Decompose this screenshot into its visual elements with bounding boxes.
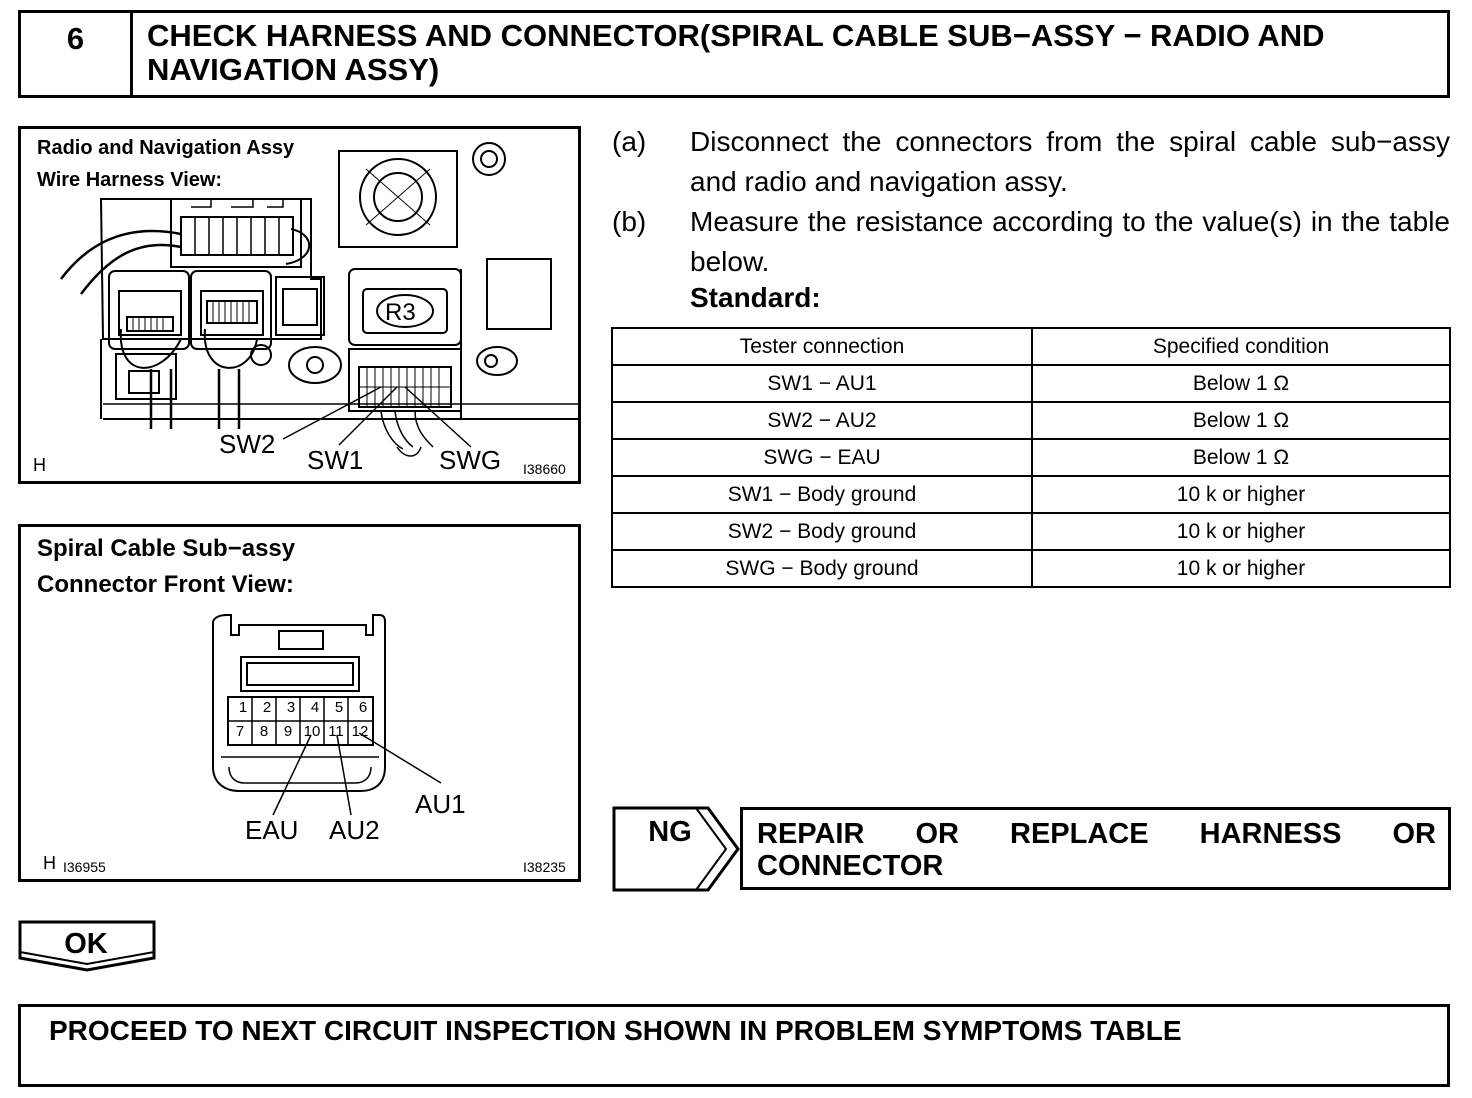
callout-sw1: SW1: [307, 445, 364, 475]
radio-harness-figure: Radio and Navigation Assy Wire Harness V…: [18, 126, 581, 484]
pin-number: 9: [283, 723, 293, 740]
instruction-a-text: Disconnect the connectors from the spira…: [690, 126, 1450, 197]
figure2-id-right: I38235: [523, 859, 566, 875]
table-row: SW2 − AU2 Below 1 Ω: [611, 401, 1451, 440]
figure1-title-line1: Radio and Navigation Assy: [37, 137, 295, 159]
pin-number: 1: [238, 699, 248, 716]
instruction-b: (b) Measure the resistance according to …: [612, 202, 1450, 282]
specified-condition-cell: Below 1 Ω: [1031, 364, 1451, 403]
specified-condition-cell: Below 1 Ω: [1031, 401, 1451, 440]
table-row: SWG − Body ground 10 k or higher: [611, 549, 1451, 588]
specified-condition-cell: 10 k or higher: [1031, 475, 1451, 514]
spiral-cable-connector-figure: Spiral Cable Sub−assy Connector Front Vi…: [18, 524, 581, 882]
instruction-a: (a) Disconnect the connectors from the s…: [612, 122, 1450, 202]
spiral-cable-connector-illustration: [212, 614, 442, 816]
instruction-a-mark: (a): [612, 126, 647, 157]
pin-number: 8: [259, 723, 269, 740]
pin-number: 11: [328, 723, 344, 740]
callout-au2: AU2: [329, 815, 380, 845]
instruction-b-text: Measure the resistance according to the …: [690, 206, 1450, 277]
figure2-corner-letter: H: [43, 853, 56, 873]
ng-arrow-icon: [612, 806, 740, 892]
standard-label: Standard:: [690, 282, 821, 313]
resistance-spec-table: Tester connection Specified condition SW…: [611, 327, 1451, 588]
radio-harness-illustration: [60, 142, 578, 457]
pin-number: 6: [358, 699, 368, 716]
column-header-specified-condition: Specified condition: [1031, 327, 1451, 366]
ng-result-box: REPAIR OR REPLACE HARNESS OR CONNECTOR: [740, 807, 1451, 890]
instruction-b-mark: (b): [612, 206, 647, 237]
tester-connection-cell: SWG − EAU: [611, 438, 1033, 477]
pin-number: 5: [334, 699, 344, 716]
ok-arrow-icon: [18, 920, 156, 972]
callout-au1: AU1: [415, 789, 466, 819]
tester-connection-cell: SW2 − AU2: [611, 401, 1033, 440]
figure2-id-left: I36955: [63, 859, 106, 875]
tester-connection-cell: SW1 − Body ground: [611, 475, 1033, 514]
pin-number: 7: [235, 723, 245, 740]
figure2-title-line2: Connector Front View:: [37, 571, 294, 598]
proceed-box: PROCEED TO NEXT CIRCUIT INSPECTION SHOWN…: [18, 1004, 1450, 1087]
tester-connection-cell: SWG − Body ground: [611, 549, 1033, 588]
figure2-title-line1: Spiral Cable Sub−assy: [37, 535, 296, 562]
ok-label: OK: [64, 928, 108, 960]
table-header-row: Tester connection Specified condition: [611, 327, 1451, 366]
pin-number: 2: [262, 699, 272, 716]
column-header-tester-connection: Tester connection: [611, 327, 1033, 366]
figure1-title-line2: Wire Harness View:: [37, 169, 223, 191]
table-row: SW1 − Body ground 10 k or higher: [611, 475, 1451, 514]
figure1-corner-letter: H: [33, 455, 46, 475]
pin-number: 3: [286, 699, 296, 716]
proceed-text: PROCEED TO NEXT CIRCUIT INSPECTION SHOWN…: [49, 1015, 1182, 1046]
step-title: CHECK HARNESS AND CONNECTOR(SPIRAL CABLE…: [147, 18, 1325, 87]
specified-condition-cell: Below 1 Ω: [1031, 438, 1451, 477]
specified-condition-cell: 10 k or higher: [1031, 512, 1451, 551]
callout-swg: SWG: [439, 445, 502, 475]
tester-connection-cell: SW1 − AU1: [611, 364, 1033, 403]
callout-eau: EAU: [245, 815, 299, 845]
pin-number: 12: [351, 723, 369, 740]
table-row: SW1 − AU1 Below 1 Ω: [611, 364, 1451, 403]
specified-condition-cell: 10 k or higher: [1031, 549, 1451, 588]
callout-sw2: SW2: [219, 429, 276, 459]
ng-result-text: REPAIR OR REPLACE HARNESS OR CONNECTOR: [757, 818, 1436, 882]
table-row: SWG − EAU Below 1 Ω: [611, 438, 1451, 477]
step-header: 6 CHECK HARNESS AND CONNECTOR(SPIRAL CAB…: [18, 10, 1450, 98]
connector-r3-label: R3: [385, 299, 416, 326]
pin-number: 4: [310, 699, 320, 716]
step-number: 6: [21, 13, 133, 95]
figure1-id: I38660: [523, 461, 566, 477]
table-row: SW2 − Body ground 10 k or higher: [611, 512, 1451, 551]
tester-connection-cell: SW2 − Body ground: [611, 512, 1033, 551]
ng-label: NG: [648, 816, 692, 848]
pin-number: 10: [303, 723, 321, 740]
